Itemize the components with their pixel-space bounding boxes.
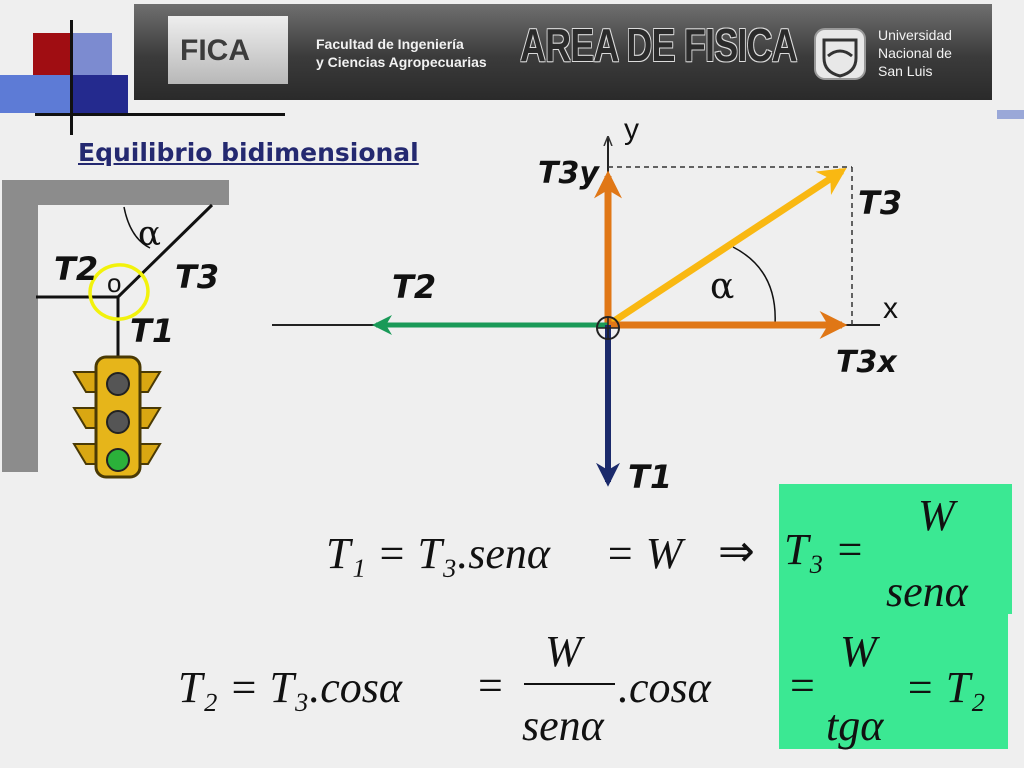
equals-sign: = <box>790 661 815 710</box>
decoration-square <box>33 33 70 75</box>
rope-T3 <box>116 203 214 299</box>
highlight-circle <box>88 263 150 321</box>
x-axis-label: x <box>883 292 898 325</box>
fraction-denominator: senα <box>522 701 604 750</box>
area-title: AREA DE FISICA <box>520 19 798 71</box>
alpha-label: α <box>138 214 161 254</box>
T3-label: T3 <box>858 184 903 222</box>
equation-W: = W <box>605 529 683 578</box>
faculty-name: y Ciencias Agropecuarias <box>316 54 487 70</box>
T3x-label: T3x <box>836 345 897 380</box>
T2-label: T2 <box>54 250 99 288</box>
fraction-numerator: W <box>918 491 955 540</box>
decoration-line <box>35 113 285 116</box>
y-axis-label: y <box>624 113 639 146</box>
equation-T2-result: = T₂ <box>905 663 986 712</box>
traffic-light-icon <box>72 355 162 479</box>
fica-logo <box>168 16 288 84</box>
cos-factor: .cosα <box>618 663 711 712</box>
alpha-arc <box>732 246 776 326</box>
result-box <box>779 614 1008 749</box>
alpha-label: α <box>710 266 735 307</box>
university-name: Universidad <box>878 27 952 43</box>
fraction-numerator: W <box>840 627 877 676</box>
point-o-label: o <box>107 268 122 298</box>
result-box <box>779 484 1012 614</box>
T2-label: T2 <box>392 268 437 306</box>
university-name: San Luis <box>878 63 933 79</box>
slide-subtitle: Equilibrio bidimensional <box>78 138 419 167</box>
fraction-denominator: tgα <box>826 701 884 750</box>
fraction-numerator: W <box>545 627 582 676</box>
decoration-square <box>0 75 70 113</box>
equals-sign: = <box>478 661 503 710</box>
fica-logo-text: FICA <box>180 34 250 67</box>
equation-T2: T₂ = T₃.cosα <box>178 663 402 712</box>
university-name: Nacional de <box>878 45 952 61</box>
faculty-name: Facultad de Ingeniería <box>316 36 464 52</box>
decoration-line <box>70 20 73 135</box>
T1-label: T1 <box>628 458 673 496</box>
university-seal-icon <box>814 28 866 80</box>
T1-label: T1 <box>130 312 175 350</box>
T3y-label: T3y <box>538 156 599 191</box>
T3-label: T3 <box>175 258 220 296</box>
decoration-square <box>70 75 128 113</box>
alpha-arc <box>123 206 151 249</box>
equation-T3: T₃ = <box>784 525 865 574</box>
vector-T3 <box>606 167 847 328</box>
fraction-denominator: senα <box>886 567 968 616</box>
decoration-bar <box>997 110 1024 119</box>
wall-ceiling <box>2 180 229 472</box>
decoration-square <box>70 33 112 75</box>
implies-symbol: ⇒ <box>718 527 755 576</box>
equation-T1: T₁ = T₃.senα <box>326 529 550 578</box>
